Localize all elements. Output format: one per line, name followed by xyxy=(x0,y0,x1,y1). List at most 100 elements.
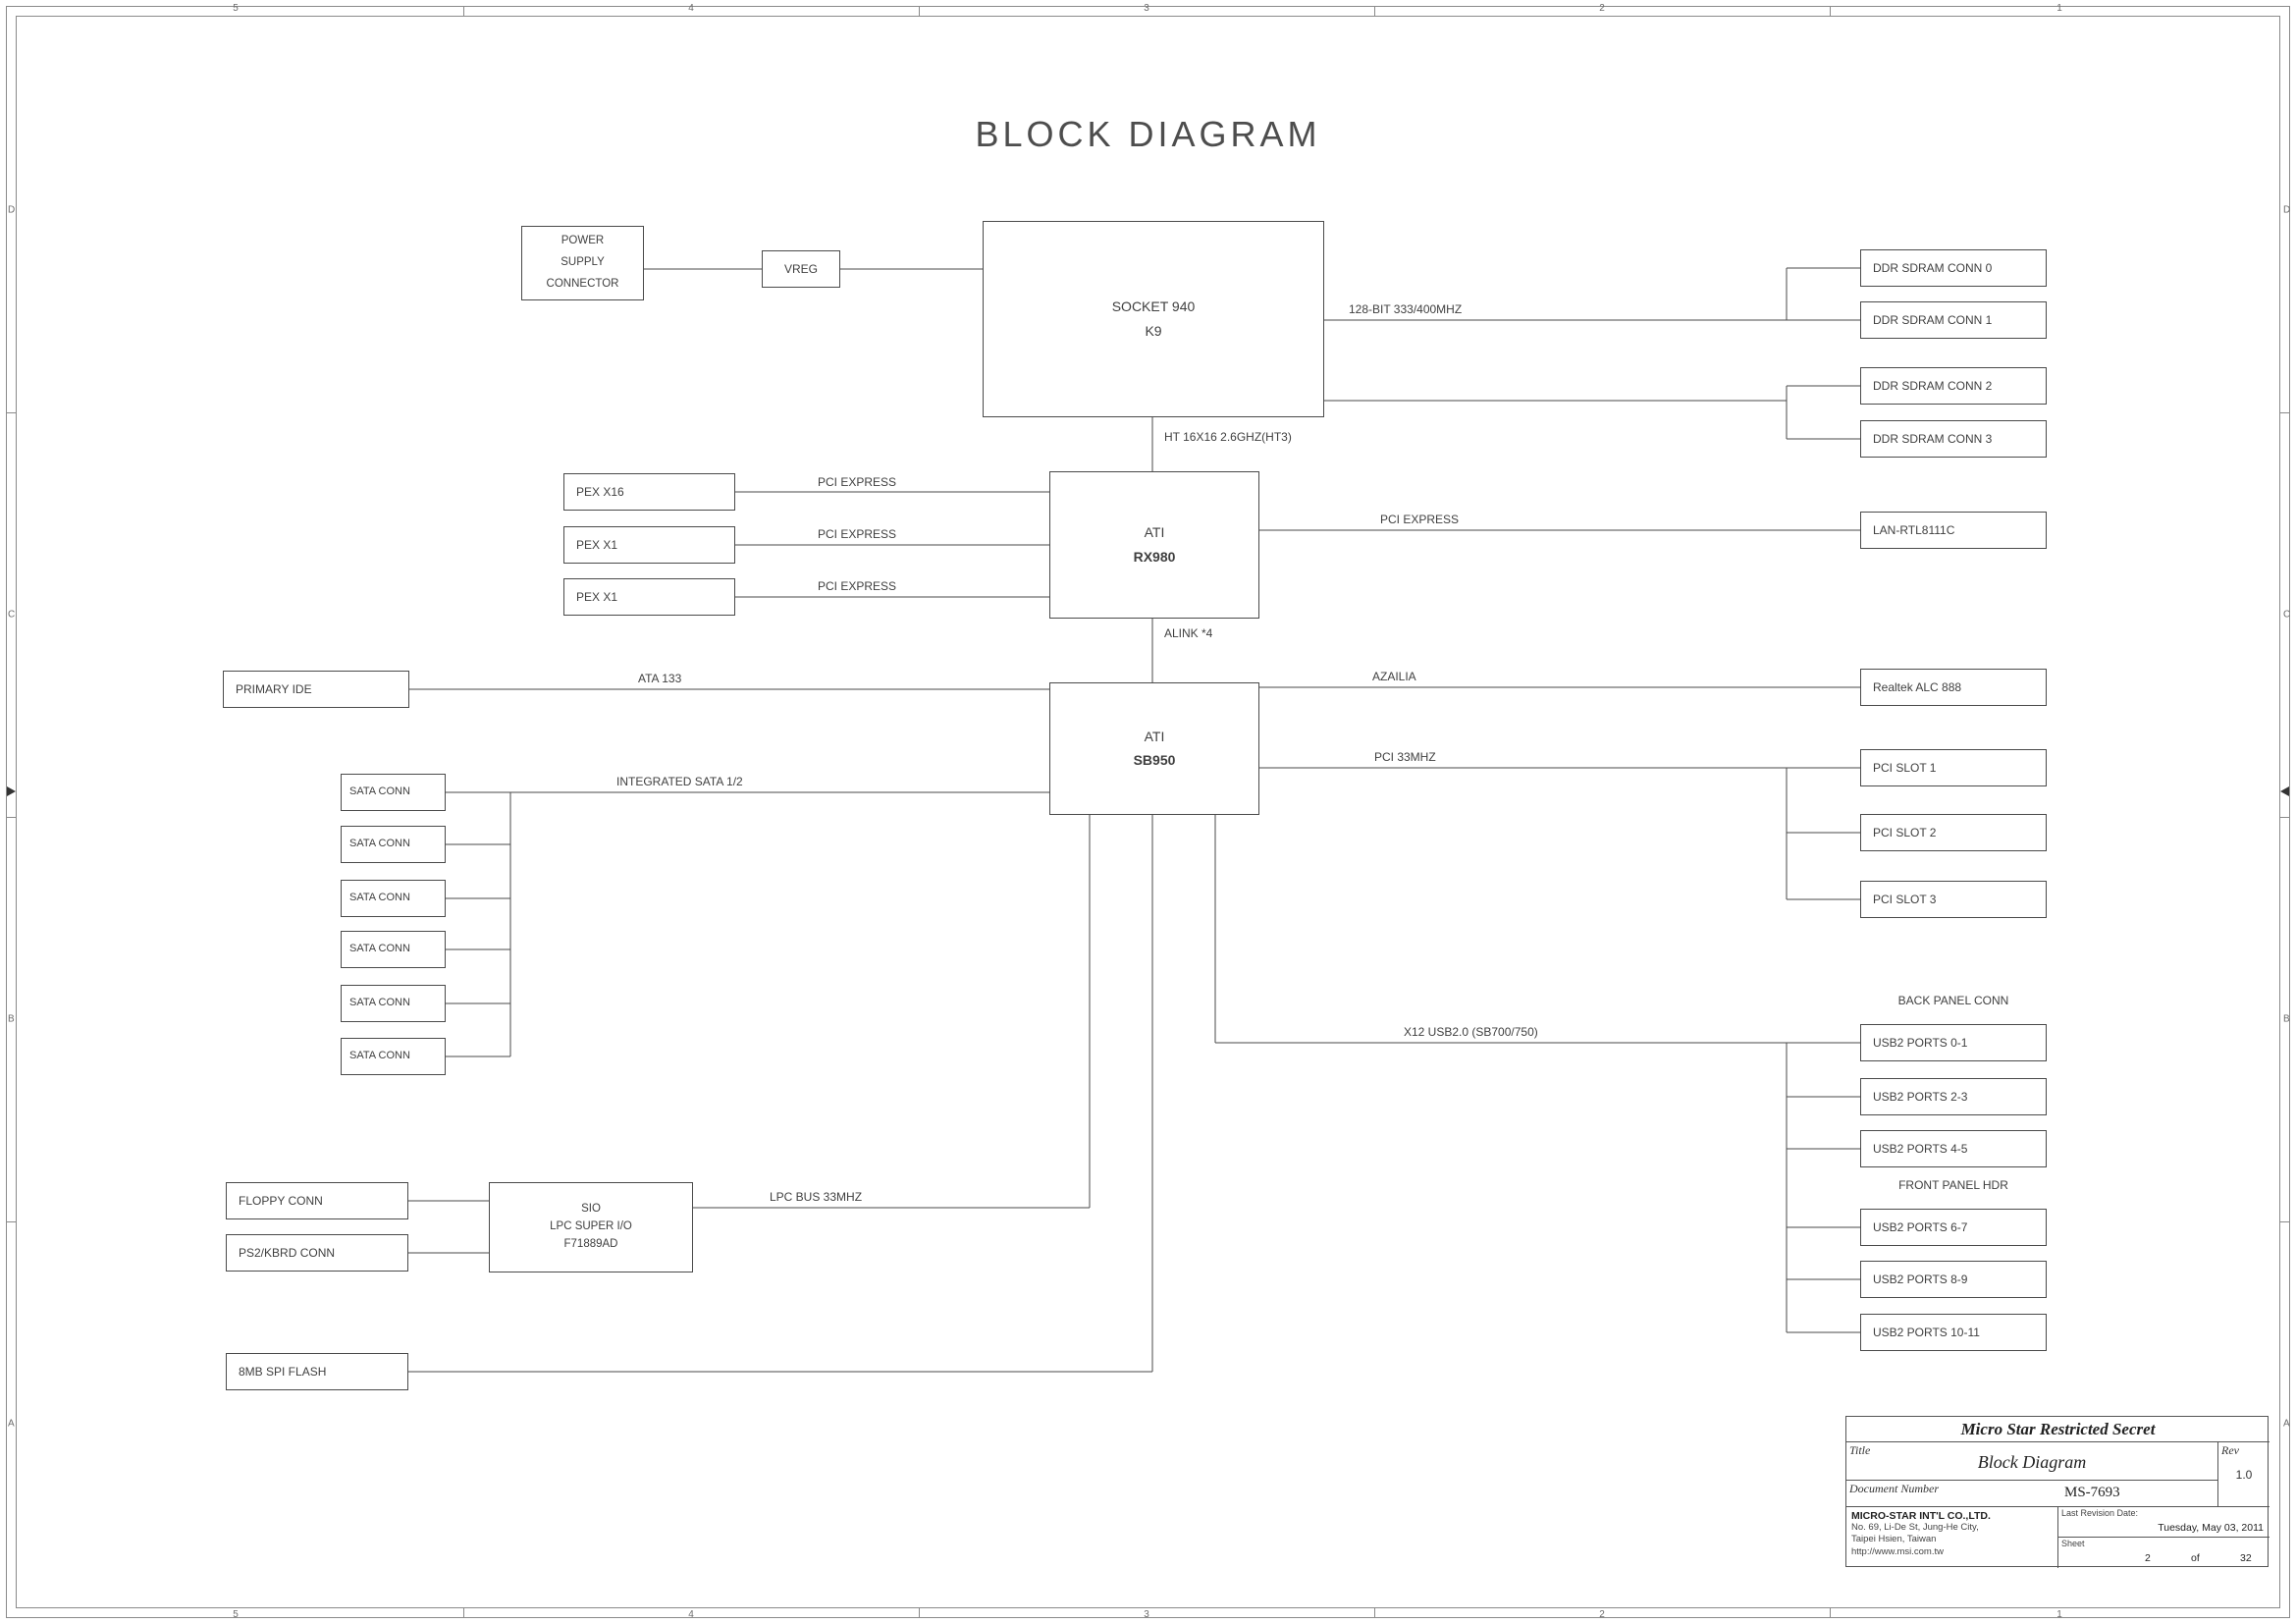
rev-label: Rev xyxy=(2221,1443,2239,1457)
border-tick xyxy=(2279,817,2290,818)
title-block-rev-cell: Rev 1.0 xyxy=(2217,1442,2269,1507)
bus-label-pci-express-1: PCI EXPRESS xyxy=(818,475,897,489)
block-socket-940: SOCKET 940 K9 xyxy=(983,221,1324,417)
grid-row-label: C xyxy=(2283,609,2291,621)
company-address-1: No. 69, Li-De St, Jung-He City, xyxy=(1851,1522,1979,1533)
block-pex-x1-a: PEX X1 xyxy=(563,526,735,564)
block-ddr-sdram-conn-3: DDR SDRAM CONN 3 xyxy=(1860,420,2047,458)
block-primary-ide: PRIMARY IDE xyxy=(223,671,409,708)
grid-col-label: 4 xyxy=(688,1609,694,1620)
block-label: K9 xyxy=(1145,322,1162,339)
block-label: PEX X1 xyxy=(576,589,618,604)
block-label: PEX X16 xyxy=(576,484,624,499)
block-sata-conn-2: SATA CONN xyxy=(341,826,446,863)
block-usb2-ports-10-11: USB2 PORTS 10-11 xyxy=(1860,1314,2047,1351)
block-vreg: VREG xyxy=(762,250,840,288)
grid-row-label: B xyxy=(8,1013,15,1025)
bus-label-usb2: X12 USB2.0 (SB700/750) xyxy=(1404,1025,1538,1039)
block-floppy-conn: FLOPPY CONN xyxy=(226,1182,408,1219)
block-label: DDR SDRAM CONN 1 xyxy=(1873,312,1993,327)
block-label: USB2 PORTS 10-11 xyxy=(1873,1325,1980,1339)
sheet-total: 32 xyxy=(2240,1552,2252,1564)
sheet-label: Sheet xyxy=(2061,1539,2085,1548)
block-label: 8MB SPI FLASH xyxy=(239,1364,327,1379)
rev-value: 1.0 xyxy=(2235,1468,2253,1482)
block-usb2-ports-0-1: USB2 PORTS 0-1 xyxy=(1860,1024,2047,1061)
block-label: SATA CONN xyxy=(349,943,410,955)
front-panel-hdr-label: FRONT PANEL HDR xyxy=(1898,1178,2008,1192)
block-sio-f71889ad: SIO LPC SUPER I/O F71889AD xyxy=(489,1182,693,1272)
block-label: RX980 xyxy=(1133,548,1176,565)
grid-col-label: 3 xyxy=(1144,3,1149,14)
block-label: SATA CONN xyxy=(349,838,410,850)
edge-marker-icon xyxy=(2280,786,2289,796)
border-tick xyxy=(6,1221,17,1222)
block-label: USB2 PORTS 8-9 xyxy=(1873,1272,1968,1286)
block-realtek-alc888: Realtek ALC 888 xyxy=(1860,669,2047,706)
bus-label-integrated-sata: INTEGRATED SATA 1/2 xyxy=(616,775,743,788)
back-panel-conn-label: BACK PANEL CONN xyxy=(1897,994,2009,1007)
company-website: http://www.msi.com.tw xyxy=(1851,1545,1944,1557)
company-address-2: Taipei Hsien, Taiwan xyxy=(1851,1534,1937,1545)
sheet-number: 2 xyxy=(2145,1552,2151,1564)
last-revision-date: Tuesday, May 03, 2011 xyxy=(2158,1522,2264,1534)
border-tick xyxy=(919,1607,920,1618)
bus-label-128bit-mem: 128-BIT 333/400MHZ xyxy=(1349,302,1463,316)
block-label: FLOPPY CONN xyxy=(239,1193,323,1208)
block-label: PCI SLOT 2 xyxy=(1873,825,1937,839)
last-revision-label: Last Revision Date: xyxy=(2061,1508,2139,1518)
border-tick xyxy=(6,412,17,413)
title-label: Title xyxy=(1849,1443,1871,1457)
doc-number-label: Document Number xyxy=(1849,1482,1939,1495)
block-ati-sb950: ATI SB950 xyxy=(1049,682,1259,815)
classification-banner: Micro Star Restricted Secret xyxy=(1846,1417,2269,1442)
block-lan-rtl8111c: LAN-RTL8111C xyxy=(1860,512,2047,549)
block-ddr-sdram-conn-0: DDR SDRAM CONN 0 xyxy=(1860,249,2047,287)
border-tick xyxy=(463,6,464,17)
bus-label-pci-express-lan: PCI EXPRESS xyxy=(1380,513,1460,526)
title-block-doc-row: Document Number MS-7693 xyxy=(1846,1481,2217,1507)
grid-row-label: D xyxy=(2283,204,2291,216)
block-label: ATI xyxy=(1144,728,1165,744)
block-pci-slot-2: PCI SLOT 2 xyxy=(1860,814,2047,851)
block-label: USB2 PORTS 6-7 xyxy=(1873,1219,1968,1234)
bus-label-alink: ALINK *4 xyxy=(1164,626,1213,640)
block-label: LAN-RTL8111C xyxy=(1873,522,1955,537)
title-block-revdate-cell: Last Revision Date: Tuesday, May 03, 201… xyxy=(2058,1507,2269,1538)
block-pex-x1-b: PEX X1 xyxy=(563,578,735,616)
block-label: VREG xyxy=(783,261,818,276)
border-tick xyxy=(1830,1607,1831,1618)
title-block-title-row: Title Block Diagram xyxy=(1846,1442,2217,1481)
grid-col-label: 5 xyxy=(233,3,239,14)
block-label: Realtek ALC 888 xyxy=(1873,679,1962,694)
bus-label-ata133: ATA 133 xyxy=(638,672,682,685)
block-label: USB2 PORTS 2-3 xyxy=(1873,1089,1968,1104)
block-sata-conn-6: SATA CONN xyxy=(341,1038,446,1075)
border-tick xyxy=(1374,6,1375,17)
block-label: POWER SUPPLY CONNECTOR xyxy=(546,235,619,290)
grid-col-label: 2 xyxy=(1599,1609,1605,1620)
border-tick xyxy=(2279,1221,2290,1222)
block-usb2-ports-6-7: USB2 PORTS 6-7 xyxy=(1860,1209,2047,1246)
block-pci-slot-1: PCI SLOT 1 xyxy=(1860,749,2047,786)
border-tick xyxy=(919,6,920,17)
block-sata-conn-4: SATA CONN xyxy=(341,931,446,968)
block-pci-slot-3: PCI SLOT 3 xyxy=(1860,881,2047,918)
grid-row-label: A xyxy=(2283,1418,2290,1430)
title-block-company-cell: MICRO-STAR INT'L CO.,LTD. No. 69, Li-De … xyxy=(1846,1507,2058,1568)
block-label: PCI SLOT 3 xyxy=(1873,892,1937,906)
block-label: SB950 xyxy=(1133,752,1176,768)
block-sata-conn-1: SATA CONN xyxy=(341,774,446,811)
block-label: PEX X1 xyxy=(576,537,618,552)
title-block-sheet-cell: Sheet 2 of 32 xyxy=(2058,1538,2269,1568)
block-label: SIO LPC SUPER I/O F71889AD xyxy=(550,1203,632,1250)
block-ati-rx980: ATI RX980 xyxy=(1049,471,1259,619)
block-label: SATA CONN xyxy=(349,997,410,1009)
title-block: Micro Star Restricted Secret Title Block… xyxy=(1845,1416,2269,1568)
grid-row-label: D xyxy=(8,204,16,216)
block-ps2-kbrd-conn: PS2/KBRD CONN xyxy=(226,1234,408,1272)
bus-label-azailia: AZAILIA xyxy=(1372,670,1416,683)
block-label: PRIMARY IDE xyxy=(236,681,312,696)
border-tick xyxy=(2279,412,2290,413)
block-label: DDR SDRAM CONN 2 xyxy=(1873,378,1993,393)
